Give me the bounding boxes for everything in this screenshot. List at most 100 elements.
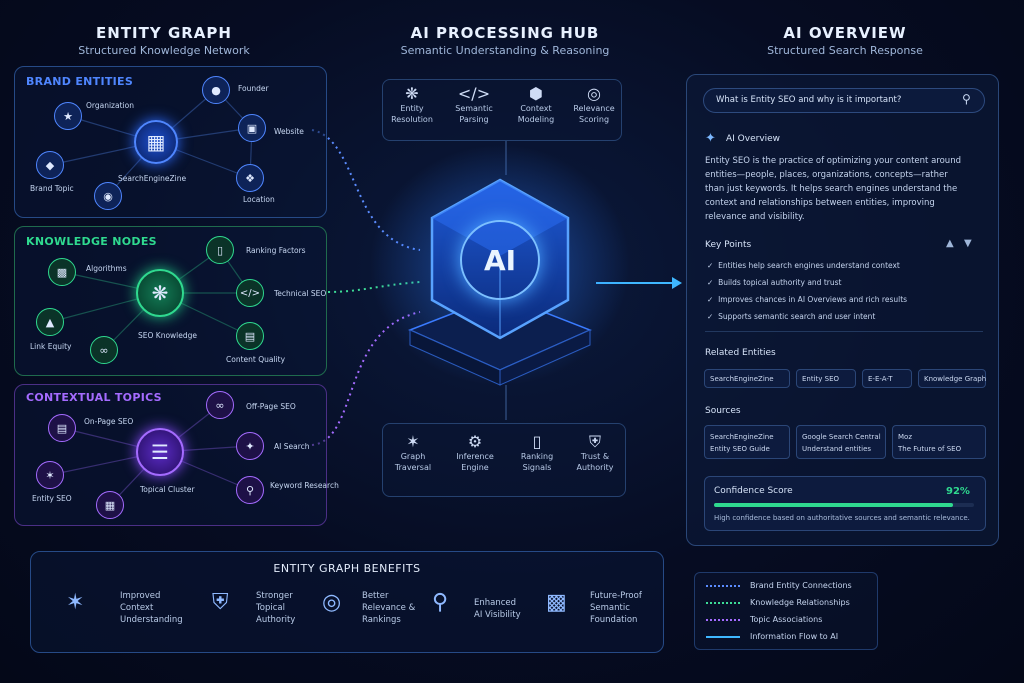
knowledge-node-ranking: Ranking Factors [246, 246, 306, 255]
contextual-node-keyword: Keyword Research [270, 481, 339, 490]
legend-line-topic [706, 619, 740, 621]
benefits-title: ENTITY GRAPH BENEFITS [273, 562, 421, 575]
knowledge-node-algorithms: Algorithms [86, 264, 127, 273]
overview-subtitle: Structured Search Response [767, 44, 923, 57]
target-icon: ◎ [587, 84, 601, 103]
contextual-node-onpage: On-Page SEO [84, 417, 134, 426]
brand-center-label: SearchEngineZine [118, 174, 187, 183]
brand-node-founder: Founder [238, 84, 269, 93]
confidence-fill [714, 503, 954, 507]
check-circle-icon: ✓ [707, 312, 714, 321]
brain-icon: ❋ [136, 269, 184, 317]
check-circle-icon: ✓ [707, 278, 714, 287]
overview-body-line: context and relationships between entiti… [705, 198, 935, 208]
shield-icon: ⛨ [212, 590, 229, 615]
thumbs-down-icon[interactable]: ▼ [964, 238, 972, 249]
key-point: ✓ Builds topical authority and trust [707, 278, 842, 287]
website-icon: ▣ [238, 114, 266, 142]
ai-overview-label: AI Overview [726, 134, 781, 144]
search-icon[interactable]: ⚲ [962, 92, 971, 106]
thumbs-up-icon[interactable]: ▲ [946, 238, 954, 249]
tag-icon: ◆ [36, 151, 64, 179]
legend-flow: Information Flow to AI [750, 632, 839, 641]
related-chip-entity-seo[interactable]: Entity SEO [796, 369, 856, 388]
hub-top-box [382, 79, 622, 141]
gear-icon: ⚙ [467, 432, 483, 451]
hub-bottom-box [382, 423, 626, 497]
brand-entities-label: BRAND ENTITIES [26, 75, 134, 88]
ai-overview-panel [686, 74, 999, 546]
key-points-heading: Key Points [705, 240, 752, 250]
search-query[interactable]: What is Entity SEO and why is it importa… [716, 95, 902, 105]
network-hub-icon: ✶ [66, 590, 85, 615]
divider [705, 331, 983, 332]
legend-line-knowledge [706, 602, 740, 604]
layers-icon: ☰ [136, 428, 184, 476]
related-chip-eeat[interactable]: E-E-A-T [862, 369, 912, 388]
organization-icon: ★ [54, 102, 82, 130]
related-chip-knowledge-graph[interactable]: Knowledge Graph [918, 369, 986, 388]
sources-heading: Sources [705, 406, 741, 416]
contextual-center-label: Topical Cluster [140, 485, 195, 494]
legend-brand: Brand Entity Connections [750, 581, 852, 590]
confidence-value: 92% [946, 486, 970, 497]
network-icon: ✶ [36, 461, 64, 489]
share-icon: ❖ [236, 164, 264, 192]
magnifier-icon: ⚲ [236, 476, 264, 504]
brand-node-topic: Brand Topic [30, 184, 74, 193]
knowledge-node-content-quality: Content Quality [226, 355, 286, 364]
signal-bars-icon: ▯ [532, 432, 542, 451]
link-icon: ∞ [90, 336, 118, 364]
legend-line-flow [706, 636, 740, 638]
knowledge-node-technical: Technical SEO [274, 289, 327, 298]
document-icon: ▤ [236, 322, 264, 350]
key-point: ✓ Supports semantic search and user inte… [707, 312, 876, 321]
contextual-topics-label: CONTEXTUAL TOPICS [26, 391, 162, 404]
confidence-note: High confidence based on authoritative s… [714, 514, 970, 522]
bar-chart-icon: ▯ [206, 236, 234, 264]
search-bar[interactable] [703, 88, 985, 113]
overview-title: AI OVERVIEW [783, 24, 907, 42]
key-point: ✓ Entities help search engines understan… [707, 261, 900, 270]
entity-graph-title: ENTITY GRAPH [96, 24, 232, 42]
legend-knowledge: Knowledge Relationships [750, 598, 850, 607]
location-pin-icon: ◉ [94, 182, 122, 210]
overview-body-line: entities—people, places, organizations, … [705, 170, 948, 180]
magnifier-chart-icon: ⚲ [432, 590, 449, 615]
building-icon: ▦ [134, 120, 178, 164]
overview-body-line: than just keywords. It helps search engi… [705, 184, 958, 194]
code-brackets-icon: </> [457, 84, 491, 103]
code-icon: </> [236, 279, 264, 307]
brand-node-organization: Organization [86, 101, 134, 110]
related-chip-searchenginezine[interactable]: SearchEngineZine [704, 369, 790, 388]
knowledge-node-link-equity: Link Equity [30, 342, 72, 351]
brand-node-location: Location [243, 195, 275, 204]
link-equity-icon: ▲ [36, 308, 64, 336]
brand-node-website: Website [274, 127, 304, 136]
shield-icon: ⛨ [588, 432, 601, 451]
contextual-node-entity-seo: Entity SEO [32, 494, 72, 503]
entity-graph-subtitle: Structured Knowledge Network [78, 44, 250, 57]
related-entities-heading: Related Entities [705, 348, 776, 358]
overview-body: Entity SEO is the practice of optimizing… [705, 154, 990, 224]
contextual-node-ai-search: AI Search [274, 442, 310, 451]
chip-icon: ▩ [48, 258, 76, 286]
knowledge-nodes-label: KNOWLEDGE NODES [26, 235, 157, 248]
nodes-ring-icon: ❋ [405, 84, 419, 103]
hub-subtitle: Semantic Understanding & Reasoning [400, 44, 610, 57]
hub-item-trust-authority: ⛨Trust &Authority [566, 432, 624, 473]
sparkle-icon: ✦ [236, 432, 264, 460]
knowledge-center-label: SEO Knowledge [138, 331, 198, 340]
